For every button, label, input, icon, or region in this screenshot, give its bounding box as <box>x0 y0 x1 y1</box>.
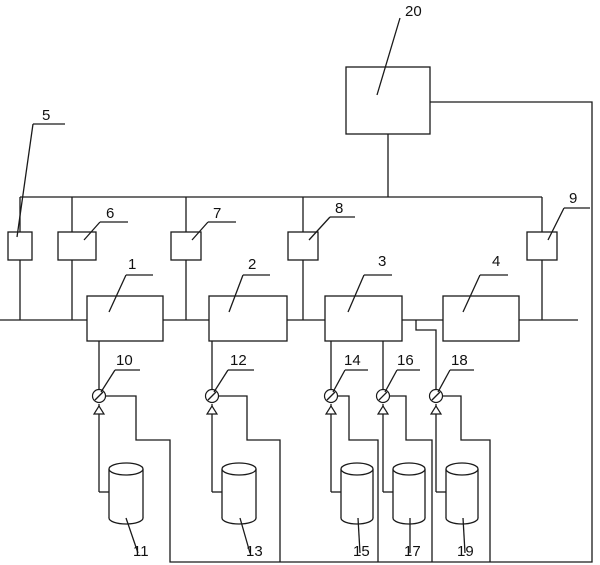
unit-1-leader <box>108 274 127 313</box>
sensor-8-box <box>287 231 319 261</box>
sensor-5-box <box>7 231 33 261</box>
valve-10-leader <box>100 369 116 393</box>
unit-3-leader <box>347 274 365 313</box>
valve-16-label: 16 <box>397 352 414 369</box>
unit-2-leader <box>228 274 244 313</box>
valve-14 <box>323 388 339 415</box>
sensor-5-label: 5 <box>42 107 50 124</box>
sensor-6-label: 6 <box>106 205 114 222</box>
tank-15 <box>340 462 374 525</box>
branch-14-15 <box>330 341 379 562</box>
unit-3-label: 3 <box>378 253 386 270</box>
sensor-6-leader <box>83 221 101 241</box>
valve-18-label: 18 <box>451 352 468 369</box>
valve-16 <box>375 388 391 415</box>
branch-12-13 <box>211 341 281 562</box>
tank-13-label: 13 <box>246 543 263 560</box>
tank-15-leader <box>357 517 361 554</box>
valve-10 <box>91 388 107 415</box>
unit-4-leader <box>462 274 481 313</box>
branch-18-19 <box>435 395 491 562</box>
tank-17-label: 17 <box>404 543 421 560</box>
tank-11 <box>108 462 144 525</box>
valve-14-leader <box>332 369 346 393</box>
tank-19-label: 19 <box>457 543 474 560</box>
unit-4-label: 4 <box>492 253 500 270</box>
tank-17 <box>392 462 426 525</box>
valve-12-label: 12 <box>230 352 247 369</box>
sensor-9-label: 9 <box>569 190 577 207</box>
tank-11-leader <box>125 517 139 554</box>
sensor-7-leader <box>191 221 209 241</box>
controller-box <box>345 66 431 135</box>
unit-1-label: 1 <box>128 256 136 273</box>
sensor-8-label: 8 <box>335 200 343 217</box>
valve-12 <box>204 388 220 415</box>
unit-3-box <box>324 295 403 342</box>
valve-14-label: 14 <box>344 352 361 369</box>
sensor-9-box <box>526 231 558 261</box>
valve-10-label: 10 <box>116 352 133 369</box>
sensor-8-leader <box>308 216 331 241</box>
valve-16-leader <box>384 369 398 393</box>
valve-18-leader <box>437 369 451 393</box>
sensor-6-box <box>57 231 97 261</box>
tank-19 <box>445 462 479 525</box>
valve-18 <box>428 388 444 415</box>
sensor-9-leader <box>547 207 565 241</box>
tank-19-leader <box>462 517 466 554</box>
sensor-7-box <box>170 231 202 261</box>
controller-leader <box>376 17 401 96</box>
controller-label: 20 <box>405 3 422 20</box>
sensor-5-leader <box>16 123 34 238</box>
tank-11-label: 11 <box>133 543 149 560</box>
valve-12-leader <box>213 369 229 393</box>
unit-2-label: 2 <box>248 256 256 273</box>
unit-2-box <box>208 295 288 342</box>
unit-4-box <box>442 295 520 342</box>
sensor-7-label: 7 <box>213 205 221 222</box>
unit-1-box <box>86 295 164 342</box>
tank-13-leader <box>239 517 251 554</box>
tank-13 <box>221 462 257 525</box>
tank-15-label: 15 <box>353 543 370 560</box>
branch-16-17 <box>382 341 433 562</box>
